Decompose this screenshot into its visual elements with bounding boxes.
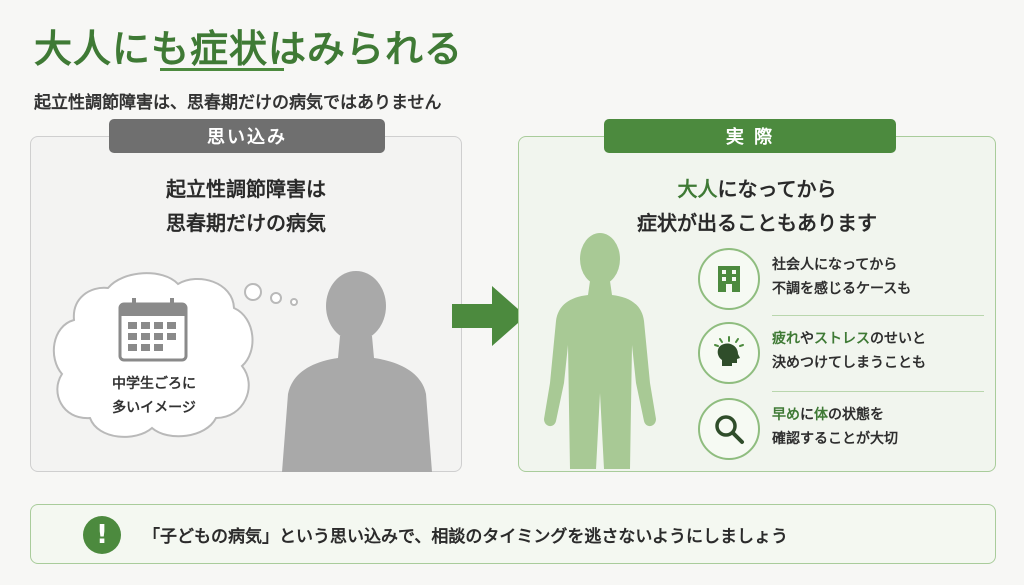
reality-heading-highlight: 大人 (677, 177, 718, 201)
feature-stress-line2: 決めつけてしまうことも (772, 355, 926, 371)
bubble-text-line1: 中学生ごろに (112, 376, 196, 392)
feature-workers: 社会人になってから 不調を感じるケースも (698, 248, 988, 310)
feature-workers-line2: 不調を感じるケースも (772, 281, 912, 297)
building-icon (718, 266, 740, 292)
reality-heading-line2: 症状が出ることもあります (637, 211, 877, 235)
advice-banner: ! 「子どもの病気」という思い込みで、相談のタイミングを逃さないようにしましょう (30, 504, 996, 564)
feature-stress-text: 疲れやストレスのせいと 決めつけてしまうことも (772, 327, 926, 375)
misconception-label: 思い込み (109, 119, 385, 153)
feature-workers-line1: 社会人になってから (772, 257, 898, 273)
stressed-head-icon (714, 336, 744, 366)
thought-bubble (53, 272, 254, 438)
advice-message: 「子どもの病気」という思い込みで、相談のタイミングを逃さないようにしましょう (143, 527, 788, 547)
feature-workers-circle (698, 248, 760, 310)
feature-stress-circle (698, 322, 760, 384)
thought-dot-large (244, 283, 262, 301)
arrow-right-icon (452, 286, 526, 346)
feature-checkup-line2: 確認することが大切 (772, 431, 898, 447)
feature-stress-hl-1: 疲れ (772, 331, 800, 347)
feature-stress-rest: のせいと (870, 331, 926, 347)
feature-checkup-hl-2: 体 (814, 407, 828, 423)
feature-checkup-mid: に (800, 407, 814, 423)
feature-checkup-rest: の状態を (828, 407, 884, 423)
reality-label: 実 際 (604, 119, 896, 153)
feature-stress-mid: や (800, 331, 814, 347)
calendar-icon (118, 298, 188, 362)
feature-stress-hl-2: ストレス (814, 331, 870, 347)
bubble-text: 中学生ごろに 多いイメージ (48, 372, 260, 420)
page-title: 大人にも症状はみられる (34, 27, 464, 71)
feature-checkup-line1: 早めに体の状態を (772, 403, 898, 427)
feature-checkup-circle (698, 398, 760, 460)
misconception-heading-line2: 思春期だけの病気 (166, 211, 326, 235)
misconception-heading-line1: 起立性調節障害は (166, 177, 326, 201)
feature-checkup: 早めに体の状態を 確認することが大切 (698, 398, 988, 460)
feature-stress: 疲れやストレスのせいと 決めつけてしまうことも (698, 322, 988, 384)
person-silhouette-green (544, 233, 656, 469)
feature-workers-text: 社会人になってから 不調を感じるケースも (772, 253, 911, 301)
person-silhouette-gray (282, 271, 432, 472)
reality-heading-line1-rest: になってから (717, 177, 837, 201)
thought-dot-medium (270, 292, 282, 304)
reality-heading-line1: 大人になってから (518, 172, 996, 206)
thought-dot-small (290, 298, 298, 306)
feature-checkup-text: 早めに体の状態を 確認することが大切 (772, 403, 898, 451)
magnifier-icon (715, 415, 744, 444)
misconception-heading: 起立性調節障害は 思春期だけの病気 (30, 172, 462, 240)
feature-divider-2 (772, 391, 984, 392)
page-subtitle: 起立性調節障害は、思春期だけの病気ではありません (34, 93, 442, 113)
reality-heading: 大人になってから 症状が出ることもあります (518, 172, 996, 240)
feature-divider-1 (772, 315, 984, 316)
title-underline (160, 68, 284, 71)
feature-stress-line1: 疲れやストレスのせいと (772, 327, 926, 351)
feature-checkup-hl-1: 早め (772, 407, 800, 423)
exclamation-icon: ! (83, 516, 121, 554)
bubble-text-line2: 多いイメージ (112, 400, 196, 416)
